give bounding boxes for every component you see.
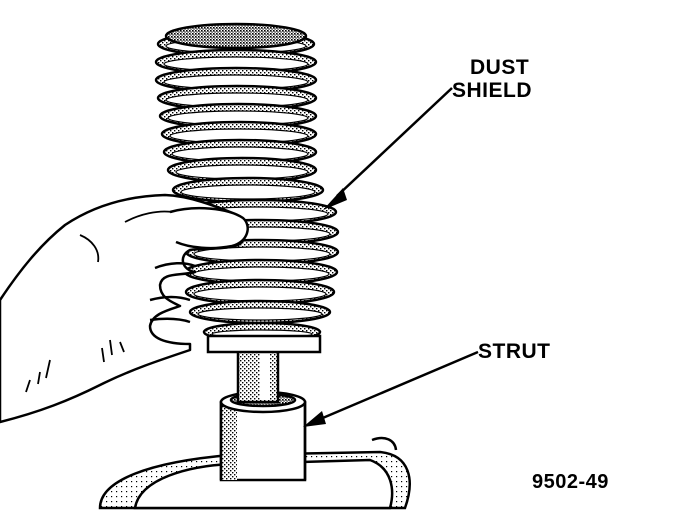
dust-shield-label-line1: DUST [470,56,529,79]
strut-body [219,390,307,482]
bellows-convolution-highlight [193,286,327,302]
bellows-convolution-highlight [180,184,316,200]
bellows-convolution-highlight [197,307,323,321]
hand [0,193,249,424]
strut-label: STRUT [478,340,551,363]
dust-shield-label-line2: SHIELD [452,79,532,102]
dust-shield-bellows [154,22,340,354]
bellows-top-cap [164,22,308,50]
figure-number: 9502-49 [532,471,609,493]
bellows-bottom-collar [206,334,322,354]
strut-leader-arrow [303,350,479,427]
dust-shield-leader-arrow [323,87,453,210]
